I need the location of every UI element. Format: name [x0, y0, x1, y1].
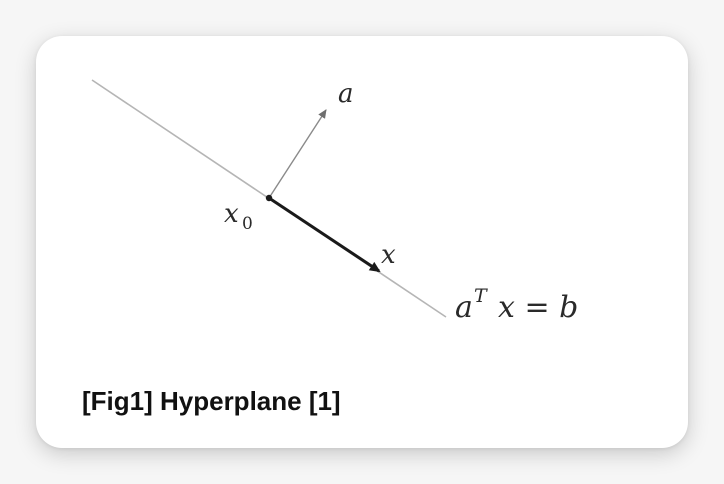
equation-rest: x = b: [498, 290, 578, 325]
hyperplane-diagram: a x 0 x a T x = b: [91, 79, 578, 325]
normal-vector-arrow: [268, 109, 327, 199]
equation-superscript: T: [474, 285, 488, 307]
equation-a: a: [455, 290, 473, 325]
direction-vector-label: x: [381, 240, 396, 270]
direction-vector-arrow: [268, 196, 381, 273]
normal-vector-label: a: [338, 79, 354, 109]
figure-card: a x 0 x a T x = b [Fig1] Hyperplane [1]: [36, 36, 688, 448]
figure-caption: [Fig1] Hyperplane [1]: [82, 386, 341, 416]
point-label: x: [224, 199, 239, 229]
point-label-subscript: 0: [242, 214, 253, 234]
point-x0-dot: [265, 194, 273, 202]
